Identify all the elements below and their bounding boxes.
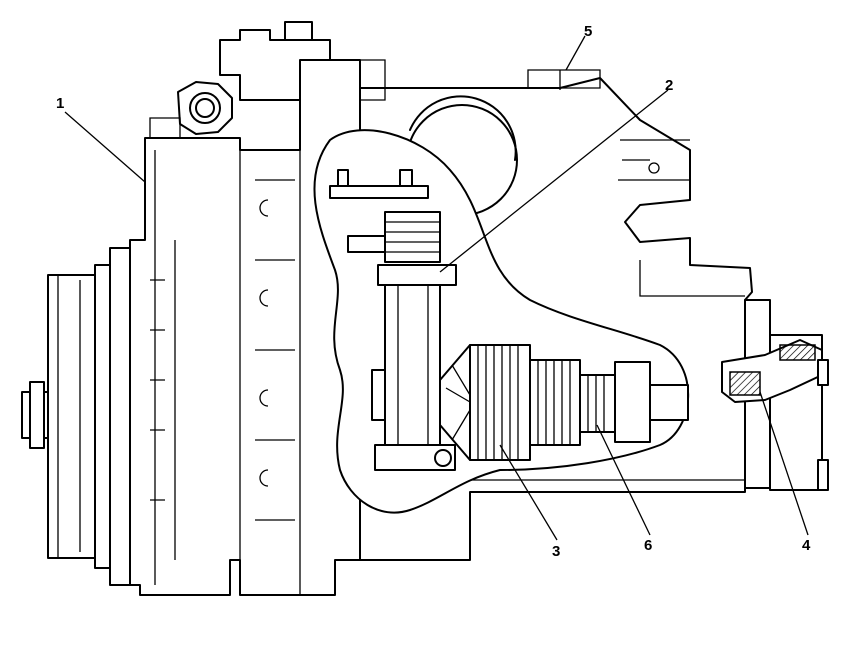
callout-1: 1 xyxy=(56,95,64,112)
callout-labels: 1 2 3 4 5 6 xyxy=(56,23,811,560)
leader-3 xyxy=(499,444,558,541)
spring-assembly xyxy=(439,344,689,461)
leader-4 xyxy=(759,391,809,536)
leader-2 xyxy=(439,89,669,273)
callout-4: 4 xyxy=(802,537,811,554)
leader-lines xyxy=(64,35,809,541)
callout-5: 5 xyxy=(584,23,592,40)
leader-1 xyxy=(64,111,146,183)
callout-3: 3 xyxy=(552,543,560,560)
drive-flange xyxy=(21,247,131,586)
callout-6: 6 xyxy=(644,537,652,554)
leader-5 xyxy=(565,35,586,71)
main-housing xyxy=(129,59,361,596)
callout-2: 2 xyxy=(665,77,673,94)
governor-linkage xyxy=(329,169,457,471)
leader-6 xyxy=(596,424,651,536)
top-fittings xyxy=(149,21,386,139)
end-cover xyxy=(721,299,829,491)
